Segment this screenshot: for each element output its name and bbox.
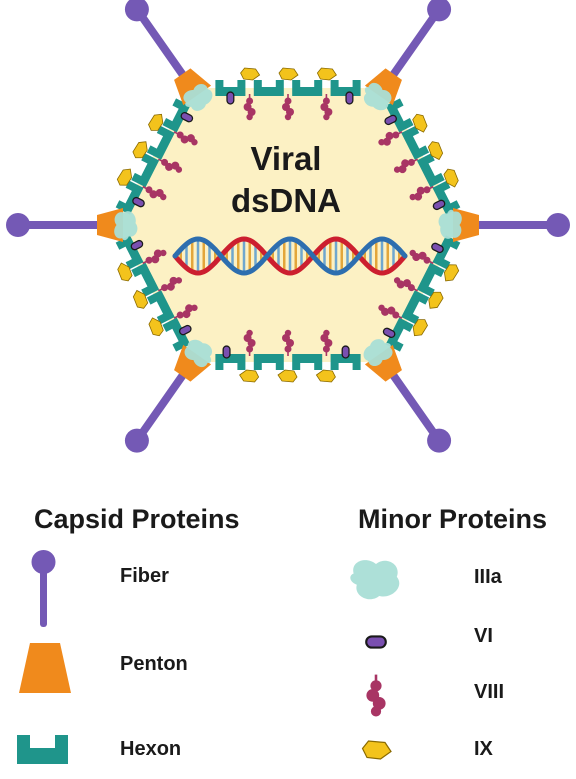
iiia-icon [350, 560, 400, 600]
legend-item-penton: Penton [19, 643, 188, 693]
fiber-knob [427, 428, 452, 453]
fiber-group [6, 0, 570, 453]
minor-proteins-heading: Minor Proteins [358, 504, 547, 534]
vi-icon [365, 635, 387, 649]
fiber-knob [427, 0, 452, 22]
hexon-protein [253, 80, 284, 96]
legend-label-penton: Penton [120, 653, 188, 675]
vi-protein [226, 91, 235, 105]
legend-item-iiia: IIIa [350, 560, 503, 600]
hexon-protein [215, 354, 246, 370]
fiber-knob [124, 428, 149, 453]
hexon-icon [17, 735, 68, 764]
vi-protein [222, 345, 231, 359]
legend-label-hexon: Hexon [120, 738, 181, 760]
capsid-proteins-heading: Capsid Proteins [34, 504, 240, 534]
fiber-icon [31, 550, 56, 627]
hexon-protein [253, 354, 284, 370]
dna-strand-blue [172, 236, 408, 276]
legend-label-viii: VIII [474, 681, 504, 703]
hexon-protein [292, 354, 323, 370]
ix-icon [361, 740, 392, 760]
legend-item-hexon: Hexon [17, 735, 181, 764]
ix-protein [277, 369, 298, 383]
legend-item-vi: VI [365, 625, 493, 649]
vi-protein [345, 91, 354, 105]
genome-label-line1: Viral [251, 140, 322, 177]
dna-strand-red [172, 236, 408, 276]
fiber-shaft [132, 362, 193, 445]
fiber-knob [124, 0, 149, 22]
fiber-shaft [132, 5, 193, 88]
ix-protein [315, 369, 336, 383]
fiber-knob [6, 213, 30, 237]
capsid-body [114, 88, 462, 362]
fiber-shaft [383, 362, 444, 445]
legend-label-ix: IX [474, 738, 494, 760]
genome-label-line2: dsDNA [231, 182, 341, 219]
ix-protein [278, 67, 299, 81]
legend-label-fiber: Fiber [120, 565, 169, 587]
dsdna-helix [172, 236, 408, 276]
penton-icon [19, 643, 71, 693]
ix-protein [316, 67, 337, 81]
vi-protein [341, 345, 350, 359]
ix-protein [239, 369, 260, 383]
legend-item-ix: IX [361, 738, 494, 760]
hexon-protein [330, 80, 361, 96]
legend-label-vi: VI [474, 625, 493, 647]
viii-icon [366, 674, 386, 717]
fiber-shaft [383, 5, 444, 88]
ix-protein [240, 67, 261, 81]
legend-label-iiia: IIIa [474, 566, 503, 588]
hexon-protein [292, 80, 323, 96]
legend-item-fiber: Fiber [31, 550, 169, 627]
legend-item-viii: VIII [366, 674, 504, 717]
fiber-knob [546, 213, 570, 237]
